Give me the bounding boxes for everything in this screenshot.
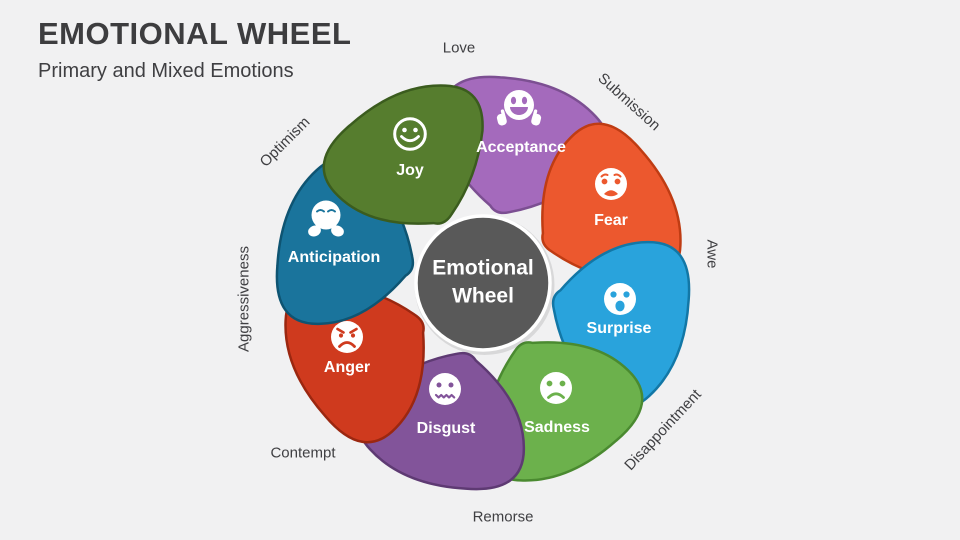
petal-label-acceptance: Acceptance xyxy=(476,139,566,156)
mixed-label-contempt: Contempt xyxy=(270,444,336,462)
mixed-label-aggressiveness: Aggressiveness xyxy=(235,246,253,352)
petal-label-anticipation: Anticipation xyxy=(287,249,381,266)
anticipation-pondering-face-icon xyxy=(302,197,350,243)
petal-label-sadness: Sadness xyxy=(524,419,590,436)
wheel-center-line2: Wheel xyxy=(452,285,514,308)
mixed-label-remorse: Remorse xyxy=(472,508,534,526)
wheel-center-line1: Emotional xyxy=(432,256,534,280)
mixed-label-awe: Awe xyxy=(703,239,721,269)
surprised-face-icon xyxy=(599,278,641,320)
petal-label-joy: Joy xyxy=(396,162,424,179)
sad-face-icon xyxy=(535,367,577,409)
disgusted-face-icon xyxy=(424,368,466,410)
mixed-label-love: Love xyxy=(442,39,476,57)
smiling-face-outline-icon xyxy=(389,113,431,155)
page-subtitle: Primary and Mixed Emotions xyxy=(38,60,294,82)
page-title: EMOTIONAL WHEEL xyxy=(38,16,352,51)
angry-face-icon xyxy=(326,316,368,358)
petal-label-surprise: Surprise xyxy=(586,320,652,337)
wheel-center-label: Emotional Wheel xyxy=(432,255,534,312)
hub-circle xyxy=(414,214,552,352)
petal-label-fear: Fear xyxy=(594,212,628,229)
acceptance-thumbs-up-face-icon xyxy=(493,87,545,133)
petal-label-disgust: Disgust xyxy=(416,420,476,437)
fearful-face-icon xyxy=(590,163,632,205)
petal-label-anger: Anger xyxy=(323,359,371,376)
